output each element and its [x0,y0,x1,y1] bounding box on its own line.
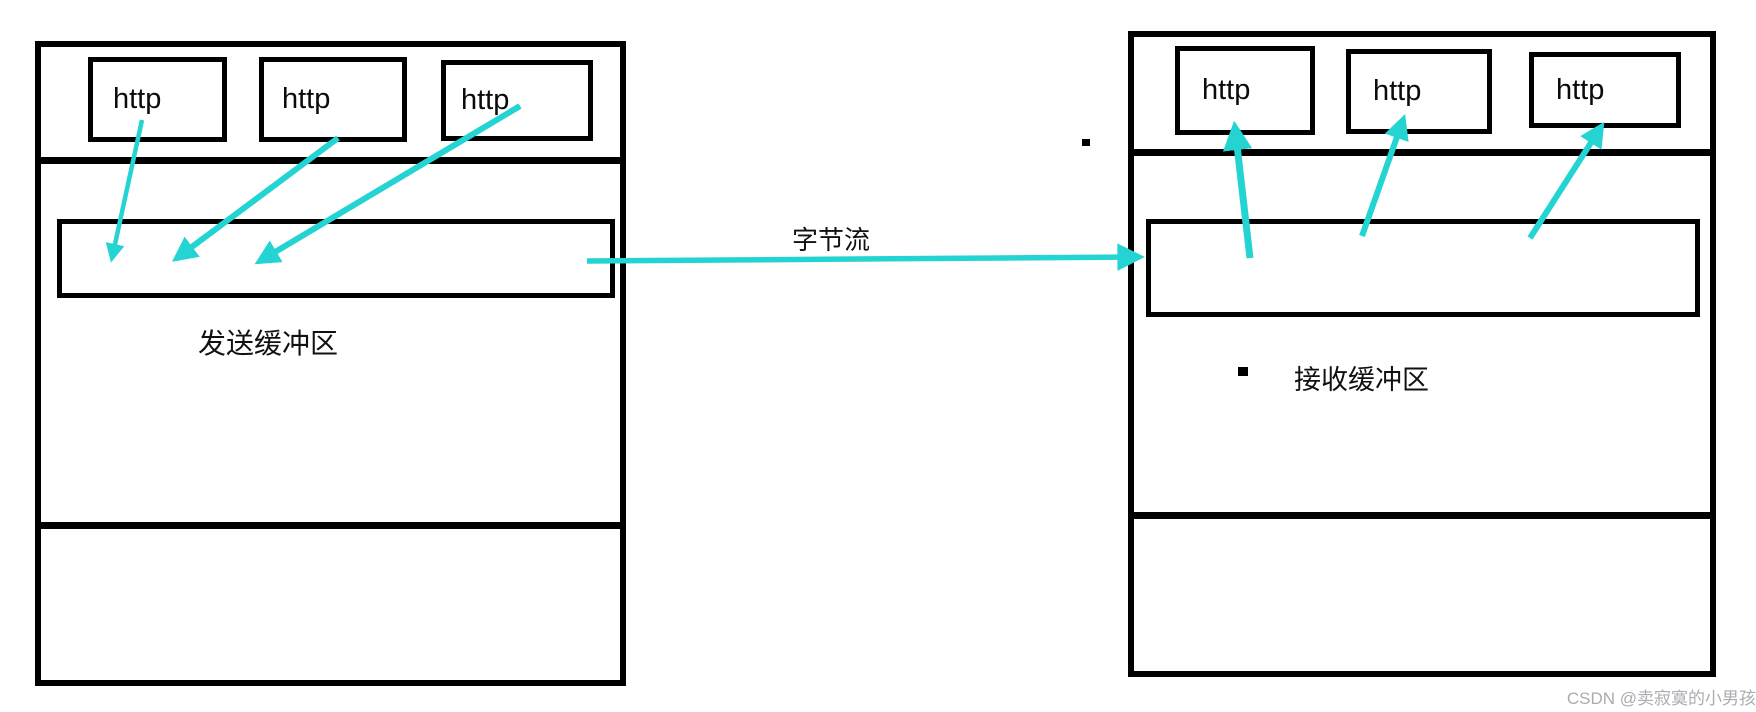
byte-stream-arrow [586,243,1145,271]
receive-buffer-bullet [1238,367,1248,376]
send-buffer-label: 发送缓冲区 [198,328,339,359]
receive-buffer-label: 接收缓冲区 [1294,365,1429,395]
receiver-http-box-3: http [1529,52,1681,128]
receiver-http-label-1: http [1202,74,1251,106]
stray-dot [1082,139,1090,146]
receiver-header-divider [1132,149,1712,156]
byte-stream-label: 字节流 [792,225,871,255]
sender-http-box-2: http [259,57,407,142]
receiver-host-box [1128,31,1716,677]
sender-http-label-1: http [113,83,162,115]
sender-http-label-3: http [461,84,510,116]
receiver-http-label-2: http [1373,75,1422,107]
sender-http-box-3: http [441,60,593,141]
csdn-watermark: CSDN @卖寂寞的小男孩 [1566,689,1756,708]
receiver-bottom-divider [1132,512,1712,519]
send-buffer-rect [57,219,615,298]
receiver-http-label-3: http [1556,73,1605,106]
receive-buffer-rect [1146,219,1700,317]
receiver-http-box-2: http [1346,49,1492,134]
sender-http-label-2: http [282,83,331,115]
sender-host-box [35,41,626,686]
sender-http-box-1: http [88,57,227,142]
sender-bottom-divider [39,522,622,529]
receiver-http-box-1: http [1175,46,1315,135]
sender-header-divider [39,157,622,164]
